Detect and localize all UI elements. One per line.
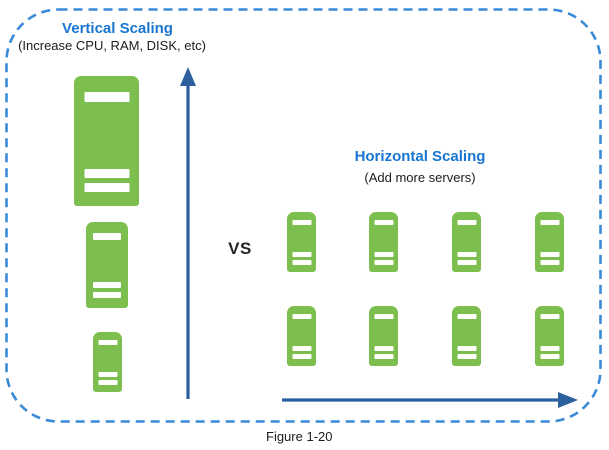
server-vent-stripe <box>374 260 393 265</box>
server-icon-grid <box>369 306 398 366</box>
vertical-scaling-title: Vertical Scaling <box>62 20 173 37</box>
server-vent-stripe <box>457 354 476 359</box>
server-vent-stripe <box>84 92 129 102</box>
server-vent-stripe <box>540 260 559 265</box>
server-vent-stripe <box>374 346 393 351</box>
server-icon-grid <box>535 212 564 272</box>
server-vent-stripe <box>84 183 129 192</box>
server-vent-stripe <box>93 233 121 240</box>
server-icon-grid <box>369 212 398 272</box>
server-icon-grid <box>287 212 316 272</box>
server-vent-stripe <box>540 220 559 225</box>
vs-label: VS <box>228 239 252 258</box>
server-icon-grid <box>452 212 481 272</box>
server-vent-stripe <box>374 314 393 319</box>
server-vent-stripe <box>93 282 121 288</box>
figure-caption: Figure 1-20 <box>266 429 333 444</box>
server-icon-grid <box>287 306 316 366</box>
server-icon-medium <box>86 222 128 308</box>
server-vent-stripe <box>292 260 311 265</box>
server-icon-grid <box>452 306 481 366</box>
server-icon-large <box>74 76 139 206</box>
server-vent-stripe <box>457 346 476 351</box>
server-vent-stripe <box>98 380 117 385</box>
server-vent-stripe <box>93 292 121 298</box>
horizontal-arrow <box>282 392 578 408</box>
dashed-border <box>5 8 602 423</box>
server-vent-stripe <box>540 354 559 359</box>
server-vent-stripe <box>374 354 393 359</box>
server-vent-stripe <box>457 260 476 265</box>
server-vent-stripe <box>540 314 559 319</box>
server-vent-stripe <box>374 220 393 225</box>
horizontal-scaling-subtitle: (Add more servers) <box>364 170 476 185</box>
horizontal-scaling-title: Horizontal Scaling <box>354 148 486 165</box>
server-vent-stripe <box>457 314 476 319</box>
server-vent-stripe <box>98 340 117 345</box>
server-vent-stripe <box>84 169 129 178</box>
server-vent-stripe <box>292 252 311 257</box>
server-vent-stripe <box>457 220 476 225</box>
server-vent-stripe <box>292 220 311 225</box>
server-vent-stripe <box>540 252 559 257</box>
vertical-scaling-subtitle: (Increase CPU, RAM, DISK, etc) <box>18 38 206 53</box>
server-vent-stripe <box>374 252 393 257</box>
vertical-arrow <box>180 67 196 399</box>
server-vent-stripe <box>292 314 311 319</box>
server-vent-stripe <box>292 354 311 359</box>
server-icon-grid <box>535 306 564 366</box>
server-vent-stripe <box>540 346 559 351</box>
server-vent-stripe <box>292 346 311 351</box>
server-vent-stripe <box>98 372 117 377</box>
server-vent-stripe <box>457 252 476 257</box>
server-icon-small <box>93 332 122 392</box>
